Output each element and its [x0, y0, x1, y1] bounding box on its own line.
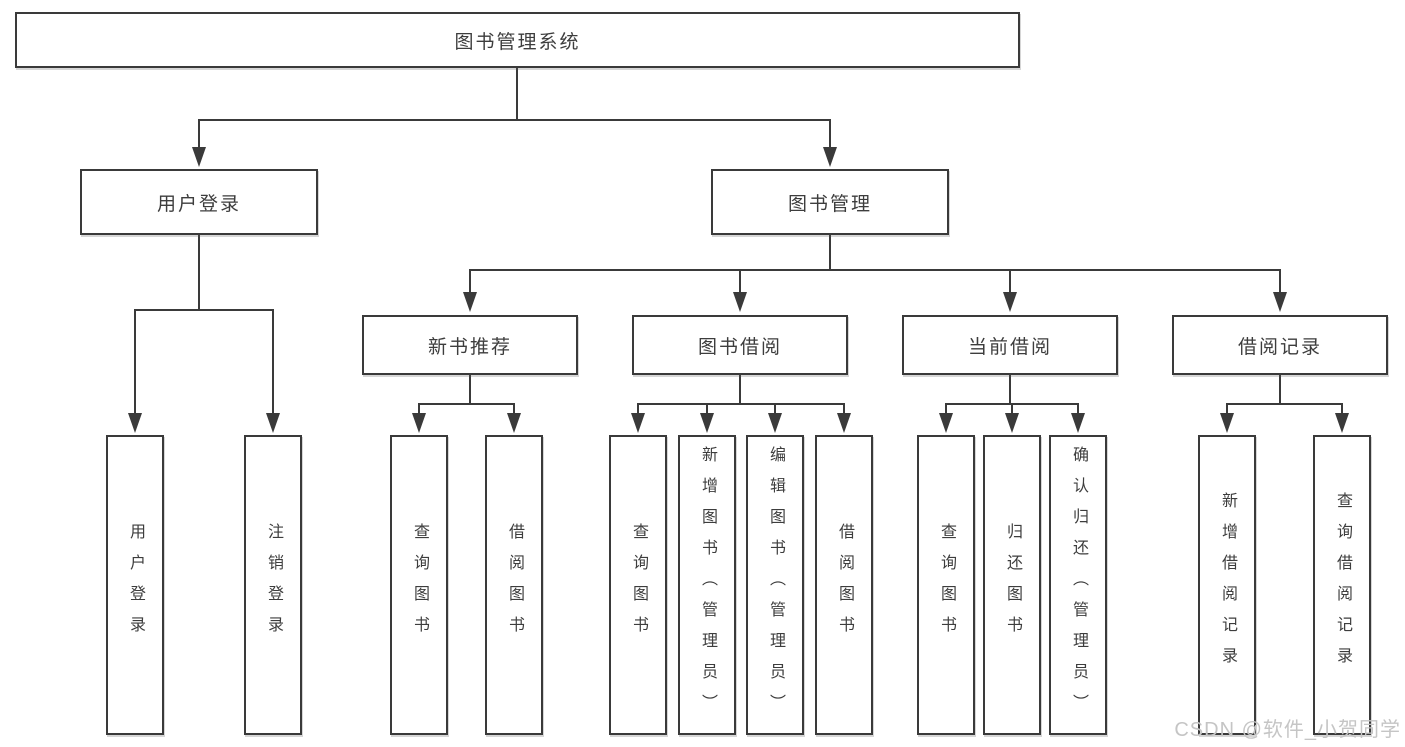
leaf-current-return-book: 归还图书 — [983, 435, 1041, 735]
csdn-watermark: CSDN @软件_小贺同学 — [1174, 719, 1401, 741]
leaf-records-add-record: 新增借阅记录 — [1198, 435, 1256, 735]
connector-borrow-to-leaves — [631, 375, 851, 433]
node-user-login-label: 用户登录 — [156, 193, 241, 215]
connector-login-to-leaves — [128, 235, 280, 433]
leaf-user-login: 用户登录 — [106, 435, 164, 735]
node-new-book-recommend-label: 新书推荐 — [427, 336, 512, 358]
leaf-current-return-book-label: 归还图书 — [1004, 523, 1021, 647]
leaf-logout-label: 注销登录 — [265, 523, 282, 647]
leaf-recommend-query-book: 查询图书 — [390, 435, 448, 735]
leaf-user-login-label: 用户登录 — [127, 523, 144, 647]
leaf-recommend-query-book-label: 查询图书 — [411, 523, 428, 647]
leaf-records-query-record: 查询借阅记录 — [1313, 435, 1371, 735]
connector-recommend-to-leaves — [412, 375, 521, 433]
leaf-borrow-edit-book-admin: 编辑图书（管理员） — [746, 435, 804, 735]
leaf-current-query-book: 查询图书 — [917, 435, 975, 735]
node-borrow-records: 借阅记录 — [1172, 315, 1388, 375]
node-user-login: 用户登录 — [80, 169, 318, 235]
connector-root-to-level2 — [192, 68, 837, 167]
leaf-recommend-borrow-book: 借阅图书 — [485, 435, 543, 735]
leaf-current-query-book-label: 查询图书 — [938, 523, 955, 647]
node-root-label: 图书管理系统 — [454, 31, 581, 53]
leaf-borrow-query-book: 查询图书 — [609, 435, 667, 735]
leaf-records-query-record-label: 查询借阅记录 — [1334, 492, 1351, 678]
leaf-borrow-add-book-admin-label: 新增图书（管理员） — [699, 445, 716, 725]
node-new-book-recommend: 新书推荐 — [362, 315, 578, 375]
node-current-borrow: 当前借阅 — [902, 315, 1118, 375]
node-borrow-records-label: 借阅记录 — [1237, 336, 1322, 358]
leaf-recommend-borrow-book-label: 借阅图书 — [506, 523, 523, 647]
leaf-borrow-borrow-book: 借阅图书 — [815, 435, 873, 735]
node-book-borrow: 图书借阅 — [632, 315, 848, 375]
node-book-manage: 图书管理 — [711, 169, 949, 235]
leaf-current-confirm-return-admin: 确认归还（管理员） — [1049, 435, 1107, 735]
leaf-borrow-add-book-admin: 新增图书（管理员） — [678, 435, 736, 735]
node-root: 图书管理系统 — [15, 12, 1020, 68]
leaf-borrow-edit-book-admin-label: 编辑图书（管理员） — [767, 445, 784, 725]
node-current-borrow-label: 当前借阅 — [967, 336, 1052, 358]
leaf-records-add-record-label: 新增借阅记录 — [1219, 492, 1236, 678]
leaf-borrow-borrow-book-label: 借阅图书 — [836, 523, 853, 647]
node-book-manage-label: 图书管理 — [787, 193, 872, 215]
connector-records-to-leaves — [1220, 375, 1349, 433]
leaf-logout: 注销登录 — [244, 435, 302, 735]
connector-manage-to-level3 — [463, 235, 1287, 312]
connector-current-to-leaves — [939, 375, 1085, 433]
leaf-borrow-query-book-label: 查询图书 — [630, 523, 647, 647]
leaf-current-confirm-return-admin-label: 确认归还（管理员） — [1070, 445, 1087, 725]
node-book-borrow-label: 图书借阅 — [697, 336, 782, 358]
